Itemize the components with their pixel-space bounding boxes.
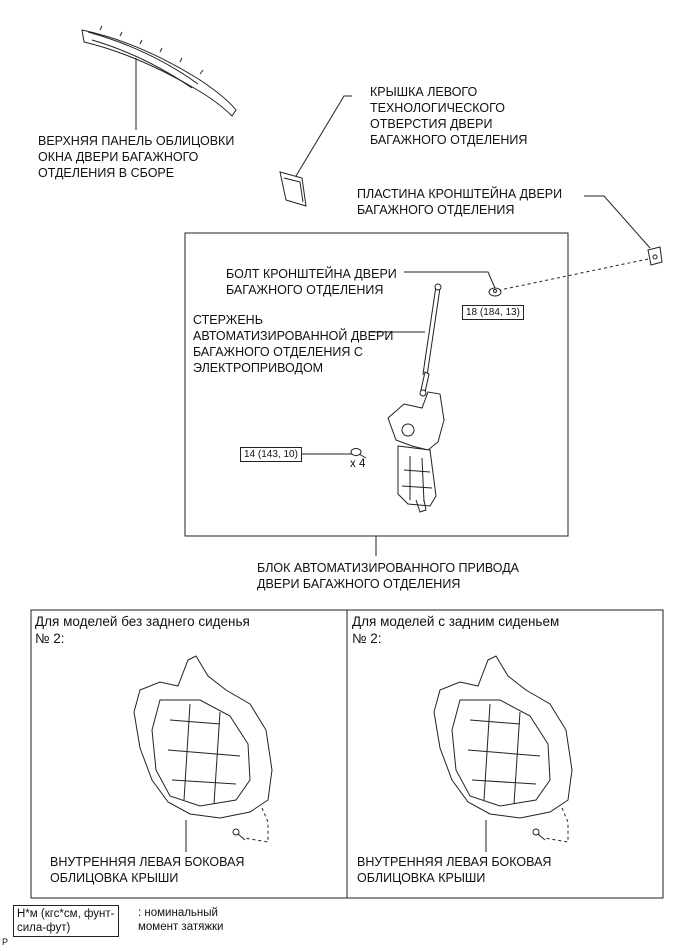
dashed-plate-to-bolt (499, 258, 649, 291)
label-stay-bolt: БОЛТ КРОНШТЕЙНА ДВЕРИ БАГАЖНОГО ОТДЕЛЕНИ… (226, 267, 397, 297)
torque-unit-box: 14 (143, 10) (240, 447, 302, 462)
stay-plate-shape (647, 246, 663, 266)
service-cover-shape (279, 171, 307, 207)
roof-trim-right-shape (433, 655, 573, 843)
drive-unit-shape (387, 391, 445, 513)
label-stay-plate: ПЛАСТИНА КРОНШТЕЙНА ДВЕРИ БАГАЖНОГО ОТДЕ… (357, 187, 563, 217)
legend-unit-box: Н*м (кгс*см, фунт- сила-фут) (13, 905, 119, 937)
corner-mark: P (2, 937, 9, 947)
leader-service-cover (295, 95, 352, 177)
bolt-quantity: x 4 (350, 458, 366, 470)
label-drive-unit: БЛОК АВТОМАТИЗИРОВАННОГО ПРИВОДА ДВЕРИ Б… (257, 561, 520, 591)
leader-stay-bolt (404, 271, 496, 289)
power-stay-shape (419, 283, 442, 397)
upper-panel-shape (81, 25, 237, 117)
roof-trim-left-shape (133, 655, 273, 843)
torque-bolt-box: 18 (184, 13) (462, 305, 524, 320)
variant-right-title: Для моделей с задним сиденьем № 2: (352, 614, 560, 646)
label-roof-trim-right: ВНУТРЕННЯЯ ЛЕВАЯ БОКОВАЯ ОБЛИЦОВКА КРЫШИ (357, 855, 552, 885)
label-roof-trim-left: ВНУТРЕННЯЯ ЛЕВАЯ БОКОВАЯ ОБЛИЦОВКА КРЫШИ (50, 855, 245, 885)
stay-bolt-shape (488, 287, 502, 297)
label-upper-panel: ВЕРХНЯЯ ПАНЕЛЬ ОБЛИЦОВКИ ОКНА ДВЕРИ БАГА… (38, 134, 235, 180)
legend-description: : номинальный момент затяжки (138, 907, 224, 933)
variant-left-title: Для моделей без заднего сиденья № 2: (35, 614, 250, 646)
label-service-cover: КРЫШКА ЛЕВОГО ТЕХНОЛОГИЧЕСКОГО ОТВЕРСТИЯ… (370, 85, 528, 147)
unit-bolts-shape (350, 448, 367, 459)
leader-stay-plate (584, 195, 651, 249)
label-power-stay: СТЕРЖЕНЬ АВТОМАТИЗИРОВАННОЙ ДВЕРИ БАГАЖН… (193, 313, 394, 375)
